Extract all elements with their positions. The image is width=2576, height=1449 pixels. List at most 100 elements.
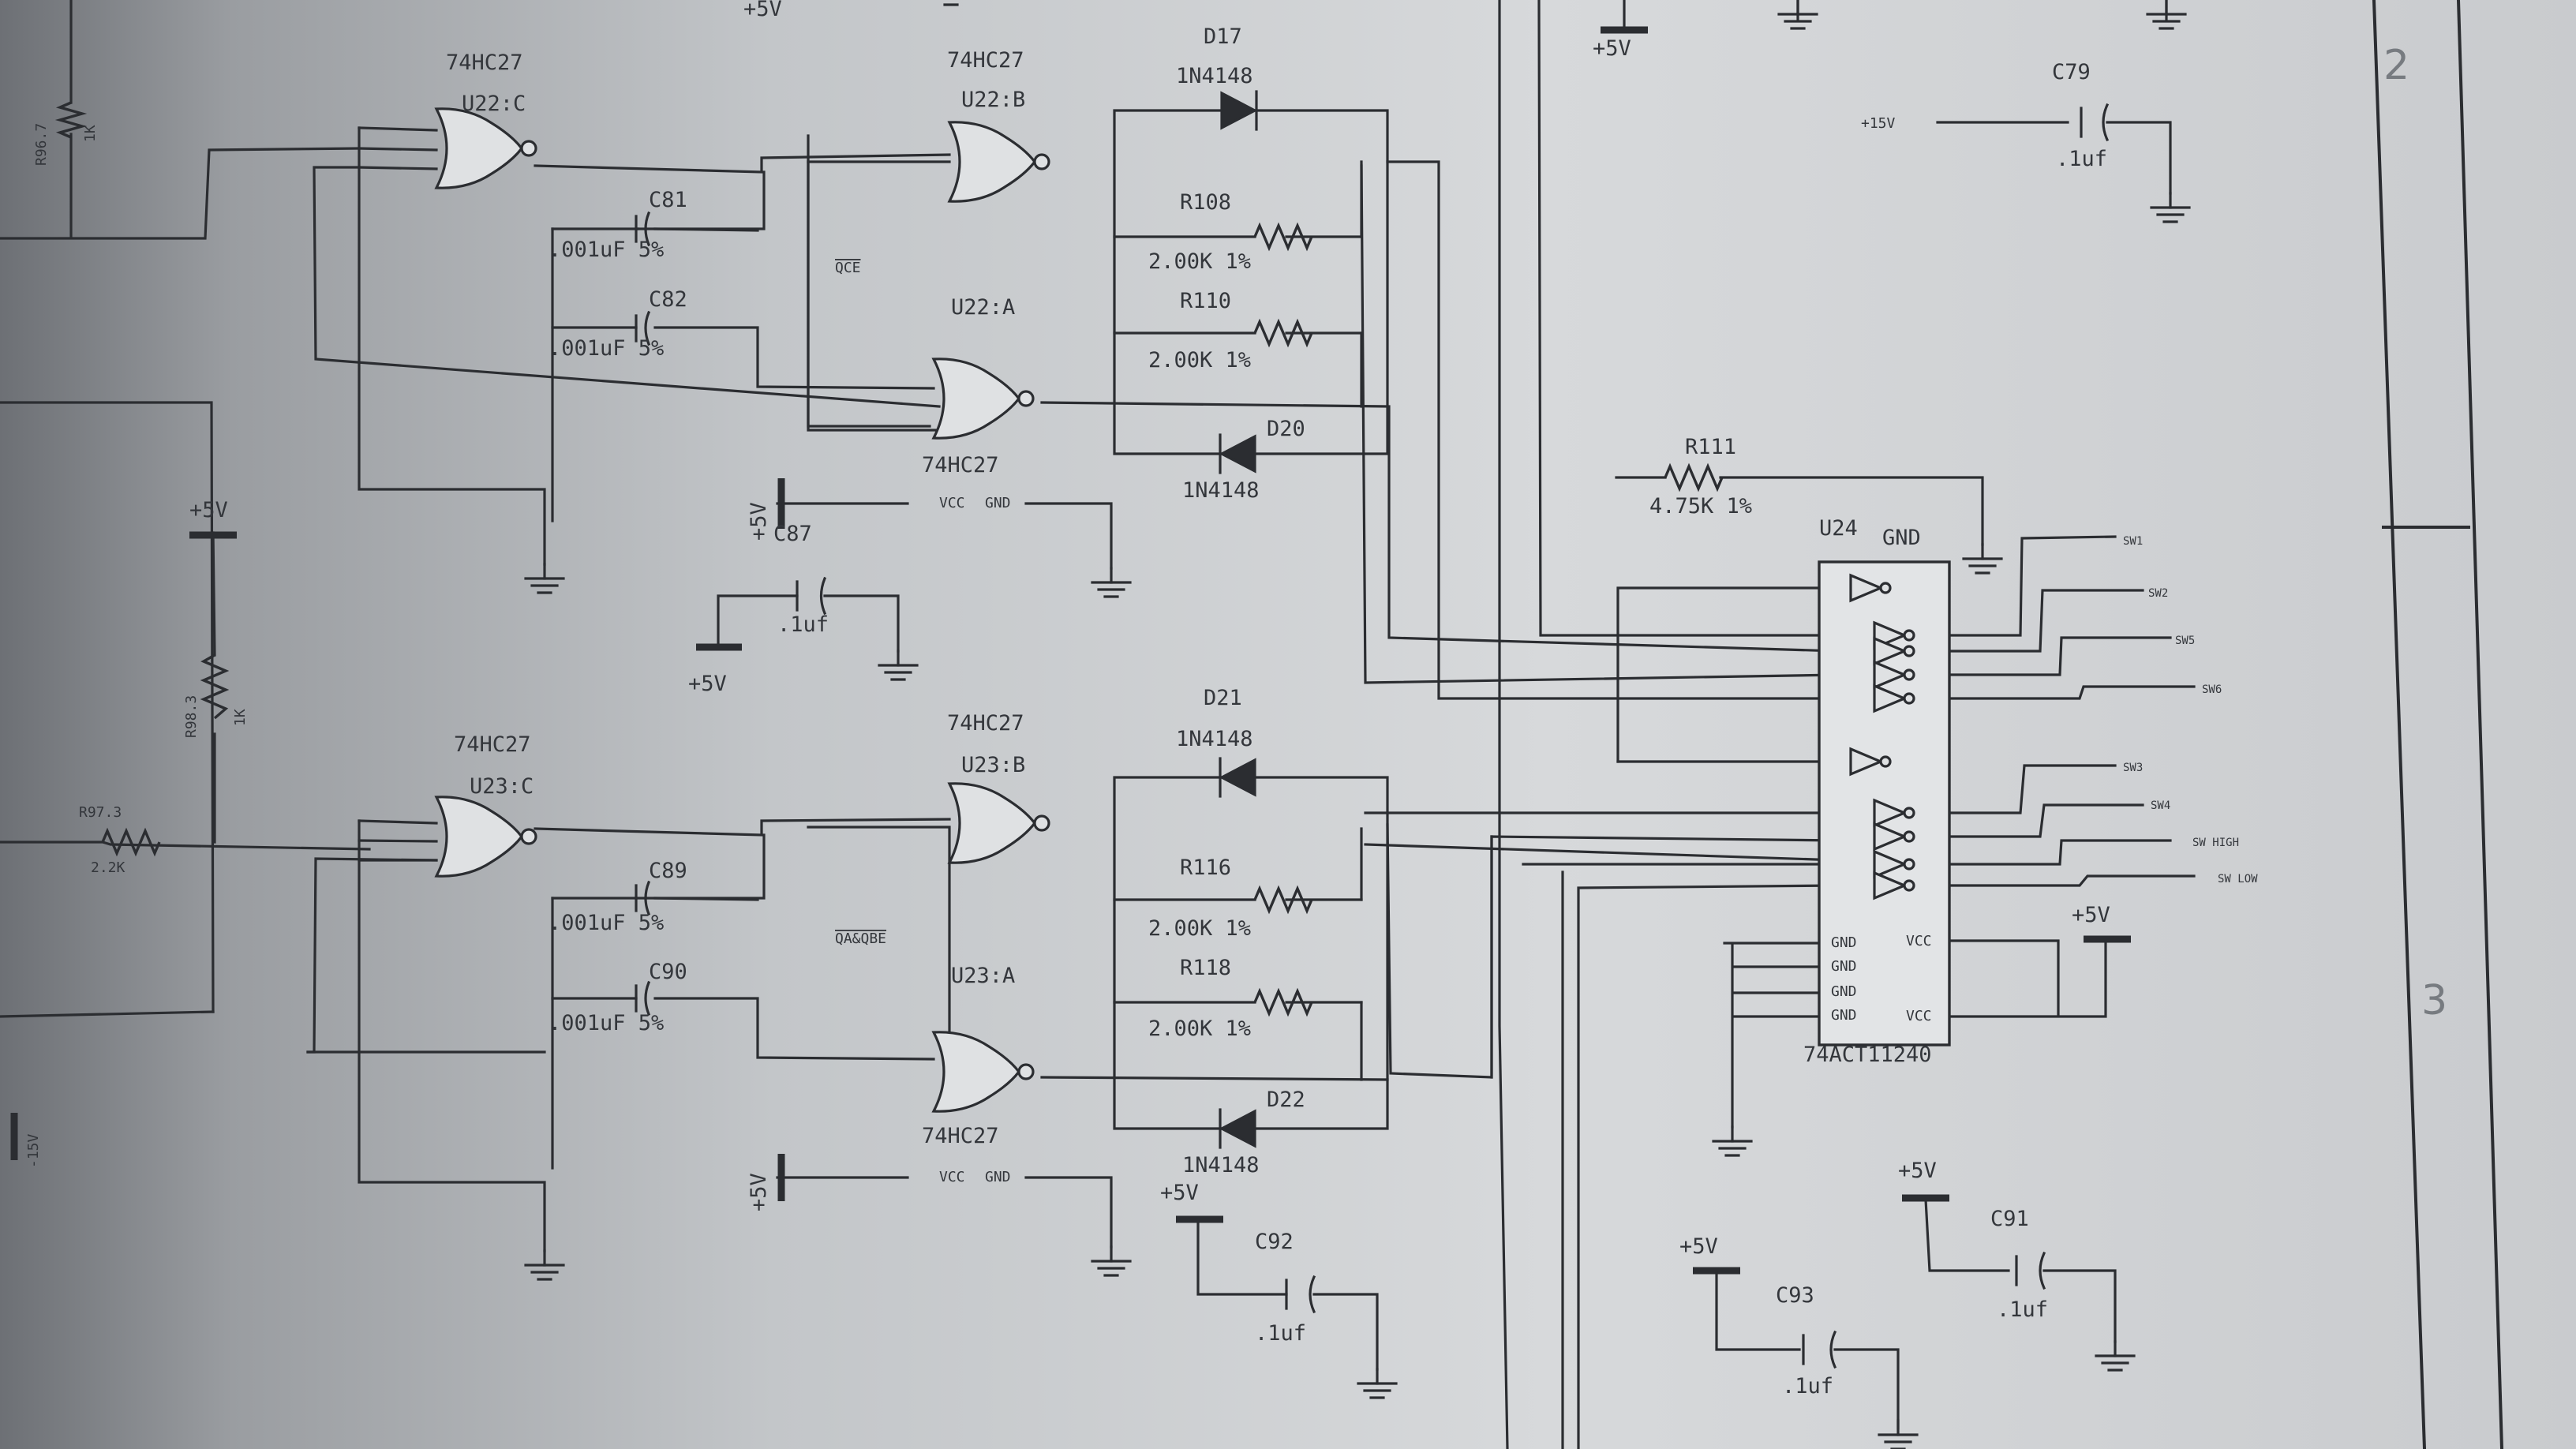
cap-c79 (2080, 103, 2110, 142)
u23c-ref-label: U23:C (470, 774, 534, 799)
c92-ref-label: C92 (1255, 1230, 1294, 1254)
diode-d20 (1219, 433, 1256, 474)
c91-rail-label: +5V (1898, 1159, 1937, 1183)
sw3-label: SW3 (2123, 762, 2143, 774)
c87-rail-label: +5V (688, 672, 727, 696)
r97-ref-label: R97.3 (79, 804, 122, 821)
r98-ref-label: R98.3 (183, 695, 200, 738)
c90-val-label: .001uF 5% (549, 1011, 664, 1035)
qaqbe-label: QA&QBE (835, 930, 886, 947)
c79-ref-label: C79 (2052, 60, 2091, 84)
cap-c81 (635, 211, 651, 247)
c92-rail-label: +5V (1160, 1181, 1199, 1205)
d17-ref-label: D17 (1204, 24, 1242, 49)
u24-gnd-pin-label-4: GND (1831, 1007, 1857, 1024)
d20-ref-label: D20 (1267, 417, 1305, 441)
d22-val-label: 1N4148 (1182, 1153, 1260, 1178)
c82-ref-label: C82 (649, 287, 687, 312)
c93-val-label: .1uf (1782, 1374, 1833, 1398)
sw6-label: SW6 (2202, 683, 2222, 696)
sw5-label: SW5 (2175, 635, 2195, 647)
c81-ref-label: C81 (649, 188, 687, 212)
d17-val-label: 1N4148 (1176, 64, 1253, 88)
u22b-ref-label: U22:B (961, 88, 1025, 112)
u24-part-label: 74ACT11240 (1803, 1043, 1932, 1067)
c79-val-label: .1uf (2056, 147, 2107, 171)
r116-ref-label: R116 (1180, 856, 1231, 880)
cap-c90 (635, 980, 651, 1017)
r98-val-label: 1K (232, 709, 249, 726)
resistor-r110 (1253, 318, 1313, 348)
u22c-ref-label: U22:C (462, 92, 526, 116)
r118-val-label: 2.00K 1% (1148, 1017, 1251, 1041)
cap-c92 (1285, 1275, 1316, 1314)
u22b-part-label: 74HC27 (947, 48, 1024, 73)
u23a-ref-label: U23:A (951, 964, 1015, 988)
sheet-frame: 2 3 (2372, 0, 2504, 1449)
u24-gnd-pin-label-1: GND (1831, 934, 1857, 951)
u24-vcc-pin-label-2: VCC (1906, 1008, 1932, 1024)
u24-ref-label: U24 (1819, 516, 1858, 541)
swlow-label: SW LOW (2218, 873, 2258, 886)
r110-ref-label: R110 (1180, 289, 1231, 313)
diode-d21 (1219, 757, 1256, 798)
u24-gnd-label: GND (1882, 526, 1921, 550)
resistor-r97 (101, 827, 161, 857)
u24-vcc-rail-label: +5V (2072, 903, 2110, 927)
c92-val-label: .1uf (1255, 1321, 1306, 1346)
cap-c89 (635, 880, 651, 916)
u23-vcc-label: VCC (939, 1169, 965, 1185)
wiring (0, 0, 2196, 1449)
u24-gnd-pin-label-2: GND (1831, 958, 1857, 975)
r108-ref-label: R108 (1180, 190, 1231, 215)
resistor-r111 (1664, 462, 1724, 492)
u24-vcc-pin-label-1: VCC (1906, 933, 1932, 949)
u23-gnd-label: GND (985, 1169, 1011, 1185)
u23a-part-label: 74HC27 (922, 1124, 999, 1148)
sw4-label: SW4 (2151, 799, 2170, 812)
r97-val-label: 2.2K (91, 859, 125, 876)
u22-gnd-label: GND (985, 495, 1011, 511)
u23c-part-label: 74HC27 (454, 732, 531, 757)
c87-ref-label: C87 (773, 522, 812, 546)
u24-gnd-pin-label-3: GND (1831, 983, 1857, 1000)
diode-d22 (1219, 1108, 1256, 1149)
u23-vcc-rail-label: +5V (747, 1173, 771, 1211)
d22-ref-label: D22 (1267, 1088, 1305, 1112)
r111-ref-label: R111 (1685, 435, 1736, 459)
resistor-r98 (200, 653, 230, 720)
cap-c87 (796, 576, 827, 616)
c93-ref-label: C93 (1776, 1283, 1814, 1308)
swhigh-label: SW HIGH (2192, 837, 2239, 849)
u22-vcc-rail-label: +5V (747, 502, 771, 541)
top-5v-label-left: +5V (743, 0, 782, 21)
sw1-label: SW1 (2123, 535, 2143, 548)
zone-3-label: 3 (2421, 977, 2447, 1024)
r116-val-label: 2.00K 1% (1148, 916, 1251, 941)
r110-val-label: 2.00K 1% (1148, 348, 1251, 373)
cap-c82 (635, 310, 651, 346)
qce-label: QCE (835, 260, 861, 276)
m15v-rail-label: -15V (25, 1133, 42, 1168)
u22a-part-label: 74HC27 (922, 453, 999, 477)
r96-ref-label: R96.7 (33, 123, 50, 166)
sw2-label: SW2 (2148, 587, 2168, 600)
resistor-r108 (1253, 222, 1313, 252)
u23b-ref-label: U23:B (961, 753, 1025, 777)
resistor-r116 (1253, 885, 1313, 915)
resistor-r118 (1253, 987, 1313, 1017)
d21-val-label: 1N4148 (1176, 727, 1253, 751)
c93-rail-label: +5V (1679, 1234, 1718, 1259)
d21-ref-label: D21 (1204, 686, 1242, 710)
c91-ref-label: C91 (1990, 1207, 2029, 1231)
u22c-part-label: 74HC27 (446, 51, 523, 75)
r111-val-label: 4.75K 1% (1649, 494, 1752, 519)
diode-d17 (1220, 90, 1258, 131)
u22-vcc-label: VCC (939, 495, 965, 511)
u23b-part-label: 74HC27 (947, 711, 1024, 736)
d20-val-label: 1N4148 (1182, 478, 1260, 503)
zone-2-label: 2 (2383, 42, 2409, 89)
c90-ref-label: C90 (649, 960, 687, 984)
